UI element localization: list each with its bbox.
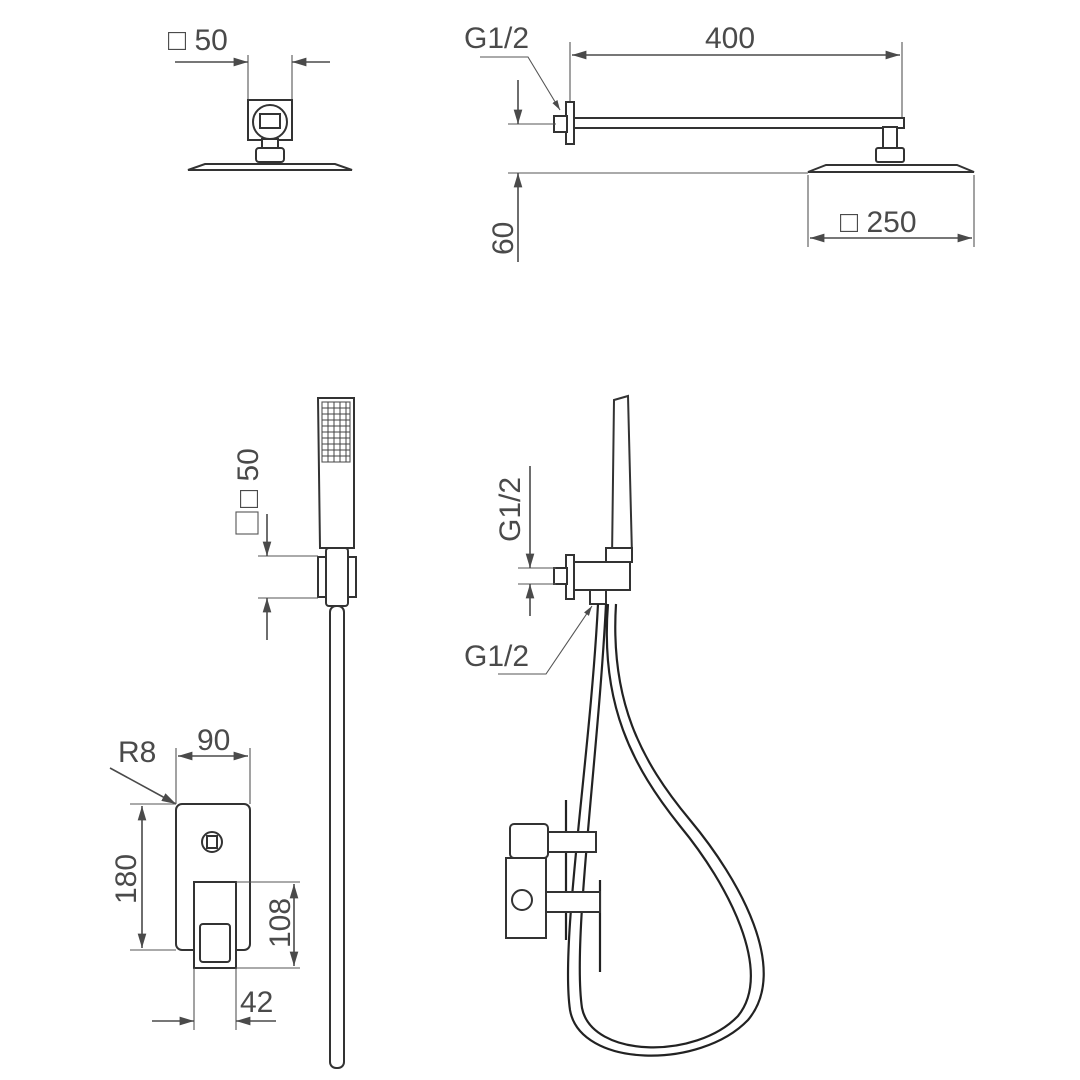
thread-top-label: G1/2 <box>494 477 527 542</box>
width-label: □ 50 <box>168 24 228 57</box>
plate-width-label: 90 <box>197 724 230 757</box>
lever-depth-label: 42 <box>240 986 273 1019</box>
height-label: 60 <box>487 222 520 255</box>
thread-label: G1/2 <box>464 22 529 55</box>
head-size-label: □ 250 <box>840 206 917 239</box>
lever-height-label: 108 <box>264 898 297 948</box>
plate-height-label: 180 <box>110 854 143 904</box>
arm-length-label: 400 <box>705 22 755 55</box>
shower-arm-side-view: G1/2 400 60 □ 250 <box>464 22 975 262</box>
handle-size-label: □ 50 <box>232 448 265 508</box>
spray-nozzles <box>322 402 350 462</box>
thread-bottom-label: G1/2 <box>464 640 529 673</box>
shower-head-front-view: □ 50 <box>168 24 353 171</box>
hand-shower-side-view: G1/2 G1/2 <box>464 394 765 1057</box>
mixer-plate-view: R8 90 180 108 42 <box>109 724 300 1030</box>
hand-shower-front-view: □ 50 <box>232 397 357 1069</box>
radius-label: R8 <box>118 736 156 769</box>
